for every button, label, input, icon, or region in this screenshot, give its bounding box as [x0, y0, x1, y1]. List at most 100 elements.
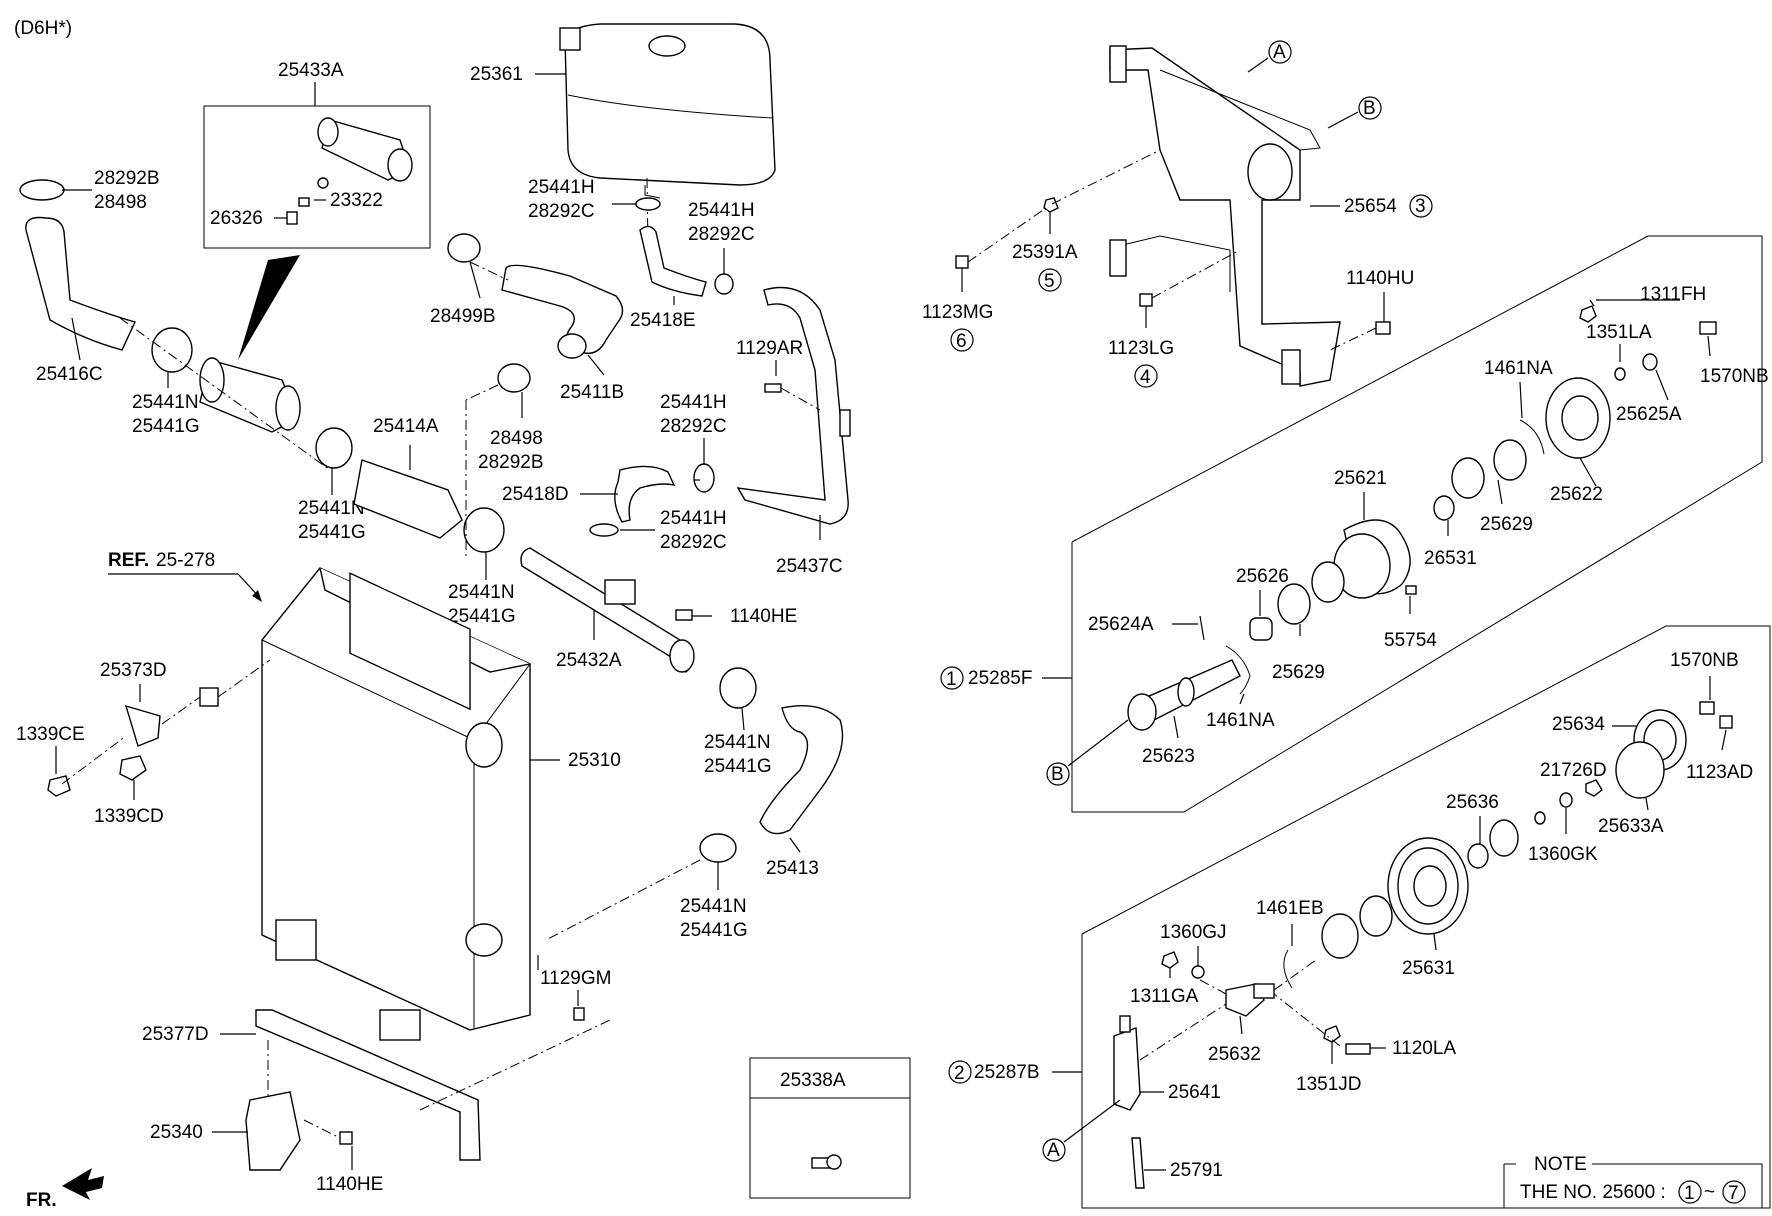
note-to: 7 — [1728, 1183, 1739, 1204]
part-label: 25623 — [1142, 746, 1195, 767]
part-label: 25654 — [1344, 196, 1397, 217]
part-label: 25791 — [1170, 1160, 1223, 1181]
part-label: 25340 — [150, 1122, 203, 1143]
part-label: 25418E — [630, 310, 696, 331]
part-label: 28292C — [528, 201, 595, 222]
radiator-25310: 25310 1129GM — [261, 567, 621, 1041]
part-label: 25416C — [36, 364, 103, 385]
box-25338A: 25338A — [749, 1057, 911, 1199]
part-label: 28292C — [660, 532, 727, 553]
bracket-25377D: 25377D 25340 1140HE — [142, 1009, 611, 1195]
hose-group-center: 25441H 28292C 25418E 25441H 28292C 25437… — [430, 177, 851, 941]
part-label: 25418D — [502, 484, 569, 505]
ref-prefix: REF. — [108, 550, 149, 571]
part-label: 25441N — [680, 896, 747, 917]
inset-box-25433A: 25433A 23322 26326 — [203, 60, 431, 360]
part-label: 25624A — [1088, 614, 1154, 635]
hose-group-left: 28292B 28498 25416C 25441N 25441G 25441N… — [19, 168, 516, 627]
callout-2: 2 — [954, 1063, 965, 1084]
part-label: 25285F — [968, 668, 1032, 689]
assembly-25287B: 2 25287B 1570NB 1123AD 25634 25633A 2172… — [948, 625, 1771, 1209]
part-label: 25338A — [780, 1070, 846, 1091]
callout-B: B — [1363, 98, 1376, 119]
part-label: 1339CD — [94, 806, 164, 827]
reservoir-25361: 25361 — [470, 23, 776, 251]
note-from: 1 — [1684, 1183, 1695, 1204]
part-label: 1311FH — [1640, 284, 1706, 305]
part-label: 25437C — [776, 556, 843, 577]
part-label: 28498 — [94, 192, 147, 213]
part-label: 25413 — [766, 858, 819, 879]
callout-3: 3 — [1415, 196, 1426, 217]
part-label: 25411B — [560, 382, 624, 403]
part-label: 26531 — [1424, 548, 1477, 569]
part-label: 1360GK — [1528, 844, 1598, 865]
part-label: 28292C — [688, 224, 755, 245]
note-title: NOTE — [1534, 1154, 1587, 1175]
part-label: 25441G — [298, 522, 366, 543]
part-label: 28292B — [94, 168, 160, 189]
part-label: 25641 — [1168, 1082, 1221, 1103]
front-direction: FR. — [26, 1168, 104, 1211]
part-label: 25629 — [1272, 662, 1325, 683]
callout-A-2: A — [1047, 1140, 1060, 1161]
part-label: 1351LA — [1586, 322, 1652, 343]
mount-group-left: 25373D 1339CD 1339CE — [16, 659, 271, 827]
part-label: 28292B — [478, 452, 544, 473]
part-label: 1140HE — [730, 606, 797, 627]
part-label: 25441G — [704, 756, 772, 777]
part-label: 25361 — [470, 64, 523, 85]
part-label: 1129GM — [540, 968, 611, 989]
part-label: 25287B — [974, 1062, 1040, 1083]
part-label: 25622 — [1550, 484, 1603, 505]
part-label: 25377D — [142, 1024, 209, 1045]
part-label: 25636 — [1446, 792, 1499, 813]
part-label: 25441G — [132, 416, 200, 437]
part-label: 25625A — [1616, 404, 1682, 425]
ref-label: REF. 25-278 — [108, 550, 262, 602]
part-label: 1129AR — [736, 338, 803, 359]
part-label: 25626 — [1236, 566, 1289, 587]
part-label: 25441N — [448, 582, 515, 603]
part-label: 25441N — [298, 498, 365, 519]
part-label: 25629 — [1480, 514, 1533, 535]
part-label: 1140HE — [316, 1174, 383, 1195]
part-label: 25373D — [100, 660, 167, 681]
part-label: 25310 — [568, 750, 621, 771]
callout-A: A — [1273, 42, 1286, 63]
part-label: 28292C — [660, 416, 727, 437]
callout-B-2: B — [1051, 764, 1064, 785]
assembly-25285F: 1 25285F 1311FH 1570NB 1351LA 25625A 146… — [940, 235, 1769, 813]
part-label: 1570NB — [1700, 366, 1769, 387]
part-label: 25632 — [1208, 1044, 1261, 1065]
part-label: 25391A — [1012, 242, 1078, 263]
part-label: 1351JD — [1296, 1074, 1362, 1095]
engine-code: (D6H*) — [14, 18, 72, 39]
part-label: 25414A — [373, 416, 439, 437]
part-label: 25441H — [660, 392, 727, 413]
inset-title: 25433A — [278, 60, 344, 81]
front-label: FR. — [26, 1190, 57, 1211]
note-sep: ~ — [1704, 1182, 1715, 1203]
part-label: 25441H — [660, 508, 727, 529]
part-label: 1120LA — [1392, 1038, 1456, 1059]
note-text: THE NO. 25600 : — [1520, 1182, 1666, 1203]
callout-4: 4 — [1140, 367, 1151, 388]
part-label: 1339CE — [16, 724, 85, 745]
part-label: 26326 — [210, 208, 263, 229]
part-label: 25441H — [528, 177, 595, 198]
part-label: 25441N — [132, 392, 199, 413]
part-label: 1123AD — [1686, 762, 1753, 783]
part-label: 1123LG — [1108, 338, 1174, 359]
part-label: 1123MG — [922, 302, 993, 323]
part-label: 25621 — [1334, 468, 1387, 489]
part-label: 25432A — [556, 650, 622, 671]
part-label: 25634 — [1552, 714, 1605, 735]
bracket-25654: A B 25654 3 25391A 5 1123MG 6 1123LG 4 1… — [922, 40, 1433, 388]
part-label: 25441H — [688, 200, 755, 221]
part-label: 21726D — [1540, 760, 1607, 781]
part-label: 1311GA — [1130, 986, 1199, 1007]
part-label: 55754 — [1384, 630, 1437, 651]
part-label: 23322 — [330, 190, 383, 211]
